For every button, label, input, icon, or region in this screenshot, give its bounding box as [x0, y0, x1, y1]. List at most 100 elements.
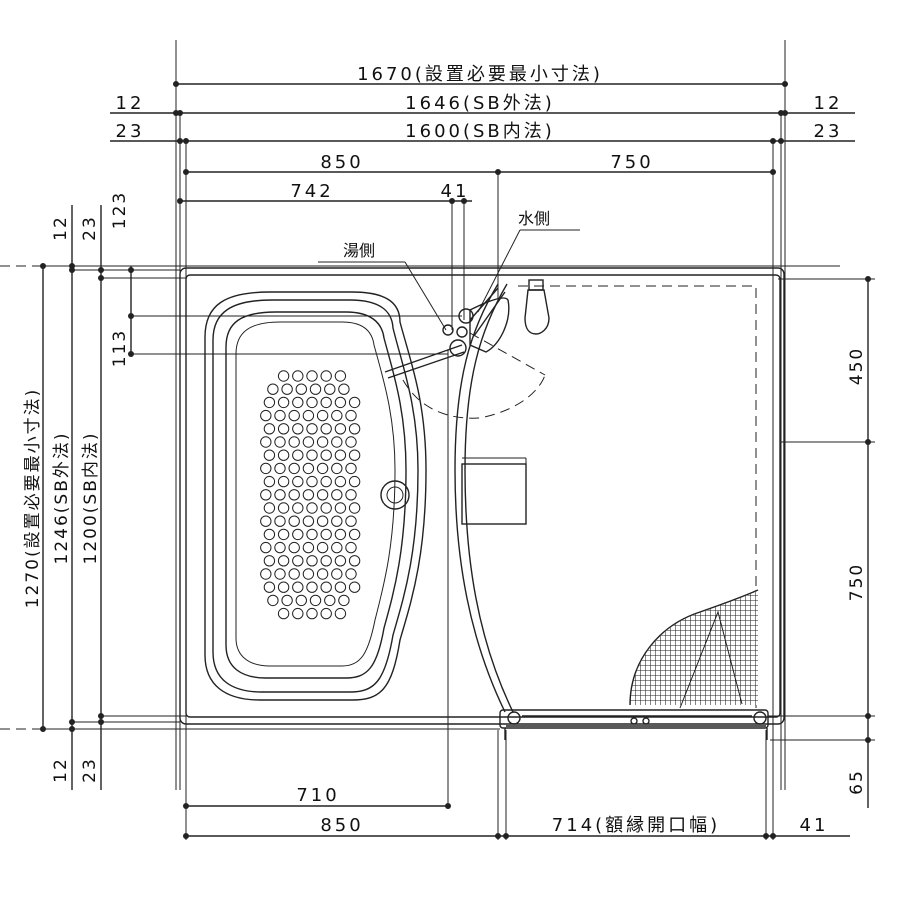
antislip-dot: [320, 449, 332, 461]
dim-bottom-710: 710: [296, 785, 339, 806]
antislip-dot: [302, 489, 315, 501]
dim-top-right-23: 23: [814, 121, 843, 142]
antislip-dot: [306, 528, 318, 541]
dim-top-total: 1670(設置必要最小寸法): [357, 64, 603, 85]
antislip-dot: [320, 475, 332, 488]
antislip-dot: [277, 581, 290, 593]
antislip-dot: [260, 409, 272, 422]
antislip-dot: [263, 449, 276, 461]
antislip-dot: [320, 502, 332, 514]
antislip-dot: [302, 568, 315, 580]
drain-inner: [386, 486, 404, 504]
dim-left-bottom-12: 12: [51, 757, 71, 783]
antislip-dot: [306, 449, 318, 461]
antislip-dot: [316, 515, 329, 527]
antislip-dot: [292, 449, 304, 461]
antislip-dot: [295, 383, 307, 395]
antislip-dot: [316, 462, 329, 475]
antislip-dot: [292, 370, 304, 382]
antislip-dot: [274, 568, 286, 580]
dim-bottom-41: 41: [800, 815, 829, 836]
antislip-dot: [277, 423, 290, 435]
antislip-dot: [334, 607, 347, 620]
antislip-dot: [260, 541, 272, 554]
antislip-dot: [277, 370, 290, 382]
antislip-dot: [288, 409, 300, 422]
antislip-dot: [277, 475, 290, 488]
antislip-dot: [292, 528, 304, 541]
antislip-dot: [292, 581, 304, 593]
dim-top-right-12: 12: [814, 93, 843, 114]
bottom-dimension-lines: [183, 803, 850, 839]
antislip-dot: [345, 462, 357, 475]
antislip-dot: [348, 423, 361, 435]
antislip-dot: [334, 423, 347, 435]
antislip-dot: [334, 581, 347, 593]
antislip-dot: [277, 502, 290, 514]
antislip-dot: [334, 370, 347, 382]
antislip-dot: [348, 555, 361, 567]
antislip-dot: [331, 409, 343, 422]
antislip-dot: [309, 594, 322, 607]
antislip-dot: [302, 409, 315, 422]
antislip-dot: [316, 409, 329, 422]
antislip-dot: [320, 370, 332, 382]
label-water-side: 水側: [518, 209, 550, 228]
antislip-dot: [345, 515, 357, 527]
antislip-dot: [263, 423, 276, 435]
antislip-dot: [302, 436, 315, 448]
dim-bottom-door-opening: 714(額縁開口幅): [552, 815, 720, 836]
antislip-dot: [288, 489, 300, 501]
dim-right-450: 450: [847, 347, 867, 385]
antislip-dot: [277, 449, 290, 461]
antislip-dot: [302, 515, 315, 527]
antislip-dot: [331, 541, 343, 554]
antislip-dot: [260, 436, 272, 448]
antislip-dot: [348, 581, 361, 593]
antislip-dot: [306, 607, 318, 620]
vertical-extension-lines: [175, 40, 786, 840]
antislip-dot: [331, 489, 343, 501]
antislip-dot: [292, 502, 304, 514]
dim-left-sb-inner: 1200(SB内法): [81, 432, 101, 565]
antislip-dot: [260, 462, 272, 475]
antislip-dot: [316, 489, 329, 501]
antislip-dot: [288, 462, 300, 475]
antislip-dot: [263, 528, 276, 541]
antislip-dot: [260, 515, 272, 527]
antislip-dot: [292, 423, 304, 435]
antislip-dot: [306, 423, 318, 435]
bathtub: [204, 291, 427, 701]
antislip-dot: [292, 607, 304, 620]
antislip-dot: [274, 462, 286, 475]
antislip-dot: [306, 581, 318, 593]
antislip-dot: [324, 383, 336, 395]
antislip-dot: [274, 409, 286, 422]
antislip-dot: [260, 568, 272, 580]
dim-left-113: 113: [110, 329, 130, 367]
antislip-dot: [288, 541, 300, 554]
antislip-dot: [306, 555, 318, 567]
antislip-dot: [316, 568, 329, 580]
bath-unit-outline: [179, 267, 785, 725]
dim-left-123: 123: [110, 191, 130, 229]
antislip-dot: [320, 423, 332, 435]
antislip-dot: [274, 436, 286, 448]
antislip-dot: [302, 541, 315, 554]
antislip-dot: [277, 396, 290, 409]
left-dimension-lines: [40, 205, 134, 790]
dim-top-faucet-742: 742: [290, 181, 333, 202]
label-hot-side: 湯側: [343, 241, 375, 260]
antislip-dot: [288, 515, 300, 527]
antislip-dot: [320, 581, 332, 593]
top-dimension-lines: [110, 81, 855, 204]
antislip-dot: [295, 594, 307, 607]
wash-area: [384, 279, 769, 740]
dim-top-faucet-41: 41: [441, 181, 470, 202]
horizontal-extension-lines: [0, 265, 875, 741]
antislip-dot: [306, 370, 318, 382]
antislip-dot: [334, 528, 347, 541]
antislip-dot: [292, 555, 304, 567]
dim-left-bottom-23: 23: [80, 757, 100, 783]
